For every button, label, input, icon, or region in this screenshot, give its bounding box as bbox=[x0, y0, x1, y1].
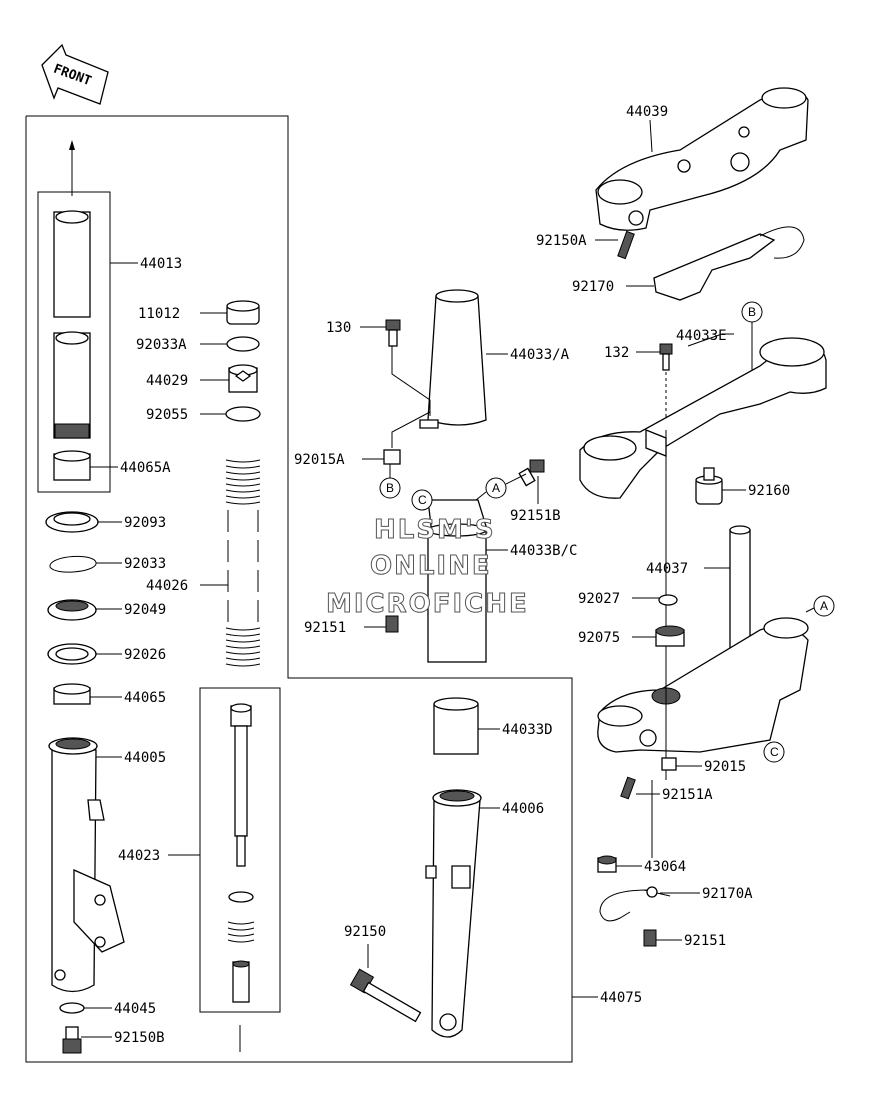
label-44005: 44005 bbox=[124, 750, 166, 766]
label-92160: 92160 bbox=[748, 483, 790, 499]
cover-44033D bbox=[433, 697, 479, 755]
cover-bracket-44033E bbox=[579, 337, 827, 499]
label-44075: 44075 bbox=[600, 990, 642, 1006]
bolt-92150B bbox=[62, 1026, 82, 1054]
washer-44045 bbox=[59, 1002, 85, 1014]
label-44023: 44023 bbox=[118, 848, 160, 864]
label-44033BC: 44033B/C bbox=[510, 543, 577, 559]
seal-92093 bbox=[45, 511, 99, 533]
label-92049: 92049 bbox=[124, 602, 166, 618]
label-92015: 92015 bbox=[704, 759, 746, 775]
clamp-92170A bbox=[599, 889, 671, 922]
circlip-92033 bbox=[49, 555, 97, 573]
bolt-132 bbox=[659, 343, 673, 371]
watermark-line-1: HLSM'S bbox=[374, 515, 496, 545]
arrow-up-icon bbox=[69, 140, 75, 150]
nut-92015 bbox=[661, 757, 677, 771]
label-44006: 44006 bbox=[502, 801, 544, 817]
label-92033A: 92033A bbox=[136, 337, 187, 353]
cover-stay-44033BC bbox=[427, 499, 487, 663]
plug-44029 bbox=[228, 364, 258, 393]
label-44029: 44029 bbox=[146, 373, 188, 389]
bolt-92151 bbox=[385, 615, 399, 633]
front-arrow-icon: FRONT bbox=[41, 43, 109, 105]
label-44039: 44039 bbox=[626, 104, 668, 120]
bolt-92150A bbox=[617, 230, 635, 260]
bushing-44065 bbox=[53, 683, 91, 705]
oring-92033A bbox=[226, 336, 260, 352]
label-44033D: 44033D bbox=[502, 722, 553, 738]
bushing-44065A bbox=[53, 450, 91, 481]
label-92026: 92026 bbox=[124, 647, 166, 663]
label-92151B: 92151B bbox=[510, 508, 561, 524]
clamp-92170 bbox=[653, 226, 805, 301]
damper-rod-44023 bbox=[227, 703, 255, 1003]
label-44033E: 44033E bbox=[676, 328, 727, 344]
label-44026: 44026 bbox=[146, 578, 188, 594]
nut-92015A bbox=[383, 449, 401, 465]
ref-marker-c: C bbox=[418, 493, 427, 507]
label-92150: 92150 bbox=[344, 924, 386, 940]
ref-marker-b: B bbox=[386, 481, 394, 495]
ref-marker-a: A bbox=[492, 481, 500, 495]
cap-11012 bbox=[226, 300, 260, 325]
fork-cover-44033A bbox=[419, 289, 487, 429]
outer-tube-44005 bbox=[48, 737, 125, 993]
label-92150B: 92150B bbox=[114, 1030, 165, 1046]
washer-92027 bbox=[658, 594, 678, 606]
outer-tube-44006 bbox=[425, 789, 482, 1038]
inner-frame-box bbox=[37, 191, 111, 493]
bushing-92075 bbox=[655, 625, 685, 647]
label-92033: 92033 bbox=[124, 556, 166, 572]
spring-44026 bbox=[225, 459, 261, 667]
label-11012: 11012 bbox=[138, 306, 180, 322]
bolt-130 bbox=[385, 319, 401, 347]
label-92150A: 92150A bbox=[536, 233, 587, 249]
watermark-line-2: ONLINE bbox=[370, 551, 492, 581]
label-132: 132 bbox=[604, 345, 629, 361]
label-44013: 44013 bbox=[140, 256, 182, 272]
bolt-92151A bbox=[620, 776, 636, 800]
left-group-frame bbox=[25, 115, 573, 1063]
label-44065: 44065 bbox=[124, 690, 166, 706]
bolt-92151-b bbox=[643, 929, 657, 947]
label-43064: 43064 bbox=[644, 859, 686, 875]
oring-92055 bbox=[225, 406, 261, 422]
grommet-43064 bbox=[597, 855, 617, 873]
label-44033A: 44033/A bbox=[510, 347, 570, 363]
upper-bracket-44039 bbox=[595, 87, 809, 231]
label-44045: 44045 bbox=[114, 1001, 156, 1017]
ref-marker-c-2: C bbox=[770, 745, 779, 759]
ref-marker-b-2: B bbox=[748, 305, 756, 319]
damper-frame bbox=[199, 687, 281, 1013]
label-92151-b: 92151 bbox=[684, 933, 726, 949]
label-92151A: 92151A bbox=[662, 787, 713, 803]
label-92027: 92027 bbox=[578, 591, 620, 607]
watermark: HLSM'S ONLINE MICROFICHE bbox=[326, 515, 529, 620]
stem-44037 bbox=[597, 525, 809, 753]
bolt-92150 bbox=[349, 968, 422, 1023]
label-44065A: 44065A bbox=[120, 460, 171, 476]
watermark-line-3: MICROFICHE bbox=[326, 589, 529, 619]
ref-marker-a-2: A bbox=[820, 599, 828, 613]
part-number-labels: 44013 11012 92033A 44029 92055 44065A 92… bbox=[114, 104, 790, 1046]
label-92093: 92093 bbox=[124, 515, 166, 531]
label-92055: 92055 bbox=[146, 407, 188, 423]
label-92151: 92151 bbox=[304, 620, 346, 636]
seal-92049 bbox=[47, 599, 97, 621]
bolt-92151B bbox=[518, 459, 545, 487]
label-92075: 92075 bbox=[578, 630, 620, 646]
label-92170: 92170 bbox=[572, 279, 614, 295]
inner-tube-44013 bbox=[53, 210, 91, 439]
damper-92160 bbox=[695, 467, 723, 505]
label-92015A: 92015A bbox=[294, 452, 345, 468]
label-44037: 44037 bbox=[646, 561, 688, 577]
label-130: 130 bbox=[326, 320, 351, 336]
label-92170A: 92170A bbox=[702, 886, 753, 902]
